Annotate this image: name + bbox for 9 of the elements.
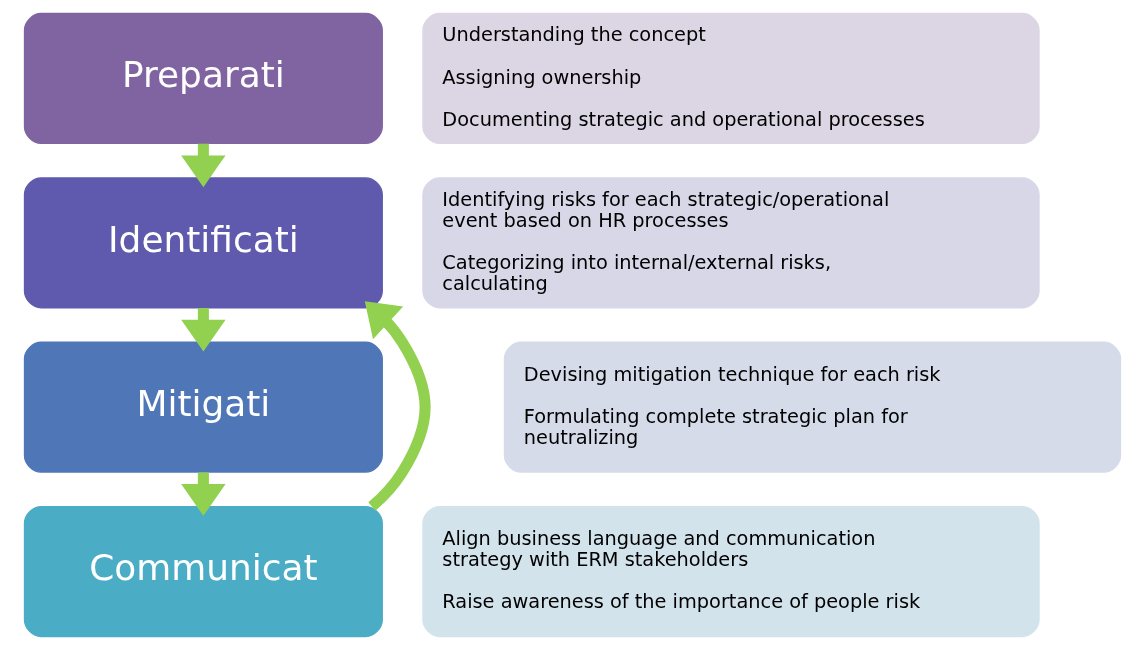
- node-box: Identifying risks for each strategic/operational event based on HR processes Categorizing into internal/external risks, calculating: [422, 177, 1040, 309]
- node-box: Identificati: [23, 177, 383, 309]
- node-box: Understanding the concept Assigning ownership Documenting strategic and operational processes: [422, 12, 1040, 145]
- node-box: Preparati: [23, 12, 383, 145]
- arrow: [364, 301, 431, 511]
- node-box: Communicat: [23, 505, 383, 638]
- node-box: Mitigati: [23, 341, 383, 473]
- node-box: Align business language and communication strategy with ERM stakeholders Raise awareness of the importance of people risk: [422, 505, 1040, 638]
- node-box: Devising mitigation technique for each risk Formulating complete strategic plan for neutralizing: [503, 341, 1122, 473]
